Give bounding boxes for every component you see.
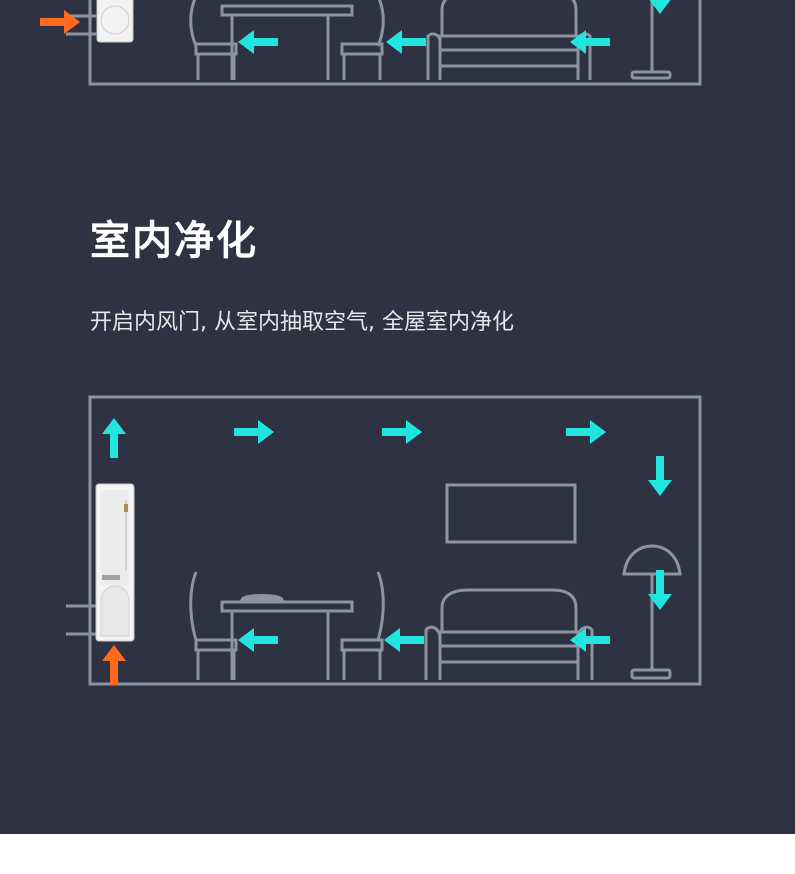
section-title: 室内净化 — [90, 218, 258, 264]
top-room-diagram — [40, 0, 702, 86]
top-airflow-arrow-icon — [238, 30, 278, 54]
top-floor-lamp-icon — [630, 0, 672, 80]
sofa-icon — [424, 588, 594, 680]
outdoor-air-arrow-icon — [102, 645, 126, 685]
indoor-airflow — [102, 418, 672, 652]
airflow-arrow-icon — [566, 420, 606, 444]
section-description: 开启内风门, 从室内抽取空气, 全屋室内净化 — [90, 310, 514, 335]
top-sofa-icon — [426, 0, 592, 80]
dark-panel — [0, 0, 795, 834]
top-airflow-arrow-icon — [386, 30, 426, 54]
airflow-arrow-icon — [384, 628, 424, 652]
dining-set-icon — [189, 571, 385, 680]
top-outdoor-air-arrow-icon — [40, 10, 80, 34]
wall-picture-icon — [445, 483, 577, 544]
airflow-arrow-icon — [102, 418, 126, 458]
airflow-arrow-icon — [382, 420, 422, 444]
airflow-arrow-icon — [238, 628, 278, 652]
room-outline — [88, 395, 702, 686]
room-diagram — [66, 395, 702, 686]
floor-lamp-icon — [622, 544, 682, 680]
top-fresh-air-unit-icon — [66, 0, 134, 43]
top-indoor-airflow — [238, 0, 672, 54]
top-dining-set-icon — [189, 0, 385, 80]
airflow-arrow-icon — [648, 456, 672, 496]
top-room-outline — [88, 0, 702, 86]
fresh-air-unit-icon — [66, 483, 135, 642]
airflow-arrow-icon — [234, 420, 274, 444]
